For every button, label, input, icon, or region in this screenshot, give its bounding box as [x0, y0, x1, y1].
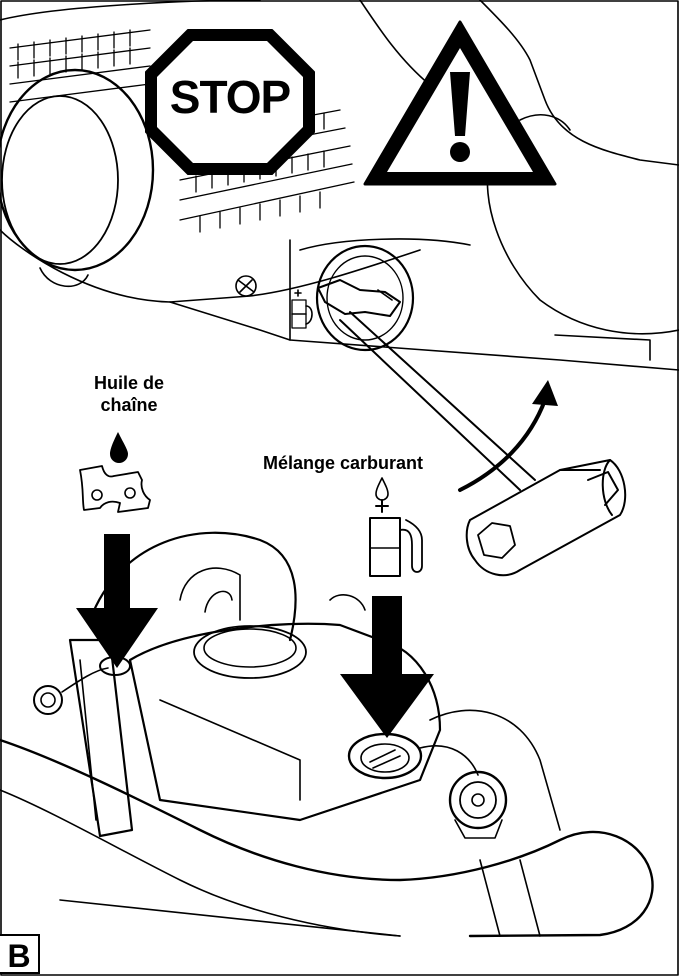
top-fuel-cap	[315, 244, 415, 352]
screw	[235, 275, 257, 297]
fuel-down-arrow	[340, 596, 434, 738]
top-engine-housing	[0, 0, 679, 371]
air-filter-cover	[193, 625, 307, 679]
oil-cap	[33, 685, 63, 715]
figure-letter: B	[7, 938, 31, 974]
oil-down-arrow	[76, 534, 158, 668]
figure-label-box: B	[0, 934, 40, 974]
starter-cover	[0, 68, 155, 272]
stop-sign-text: STOP	[169, 71, 291, 123]
warning-triangle-icon	[363, 20, 557, 186]
fuel-pump-icon	[369, 477, 423, 577]
chain-oil-label-line2: chaîne	[100, 395, 158, 415]
bottom-fuel-cap	[448, 770, 508, 830]
stop-octagon-icon	[145, 29, 315, 175]
chain-oil-label: Huile de chaîne	[60, 372, 198, 416]
chain-bar	[68, 638, 134, 838]
bottom-chainsaw-body	[0, 531, 654, 938]
rotation-arrow	[458, 380, 558, 492]
chain-oil-label-line1: Huile de	[93, 373, 164, 393]
combination-wrench-icon	[339, 311, 627, 577]
chain-oil-icon	[79, 432, 151, 513]
fuel-mix-label: Mélange carburant	[262, 453, 424, 473]
